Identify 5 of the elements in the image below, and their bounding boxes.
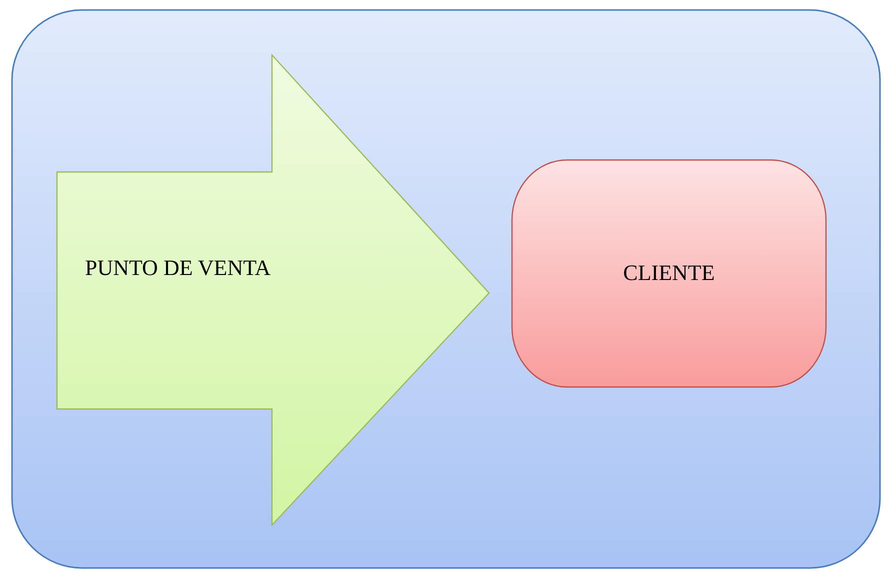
rounded-panel	[12, 10, 880, 568]
block-arrow	[57, 55, 489, 525]
rounded-box	[512, 160, 826, 387]
node-label: CLIENTE	[622, 260, 716, 286]
node-label: PUNTO DE VENTA	[85, 255, 271, 281]
